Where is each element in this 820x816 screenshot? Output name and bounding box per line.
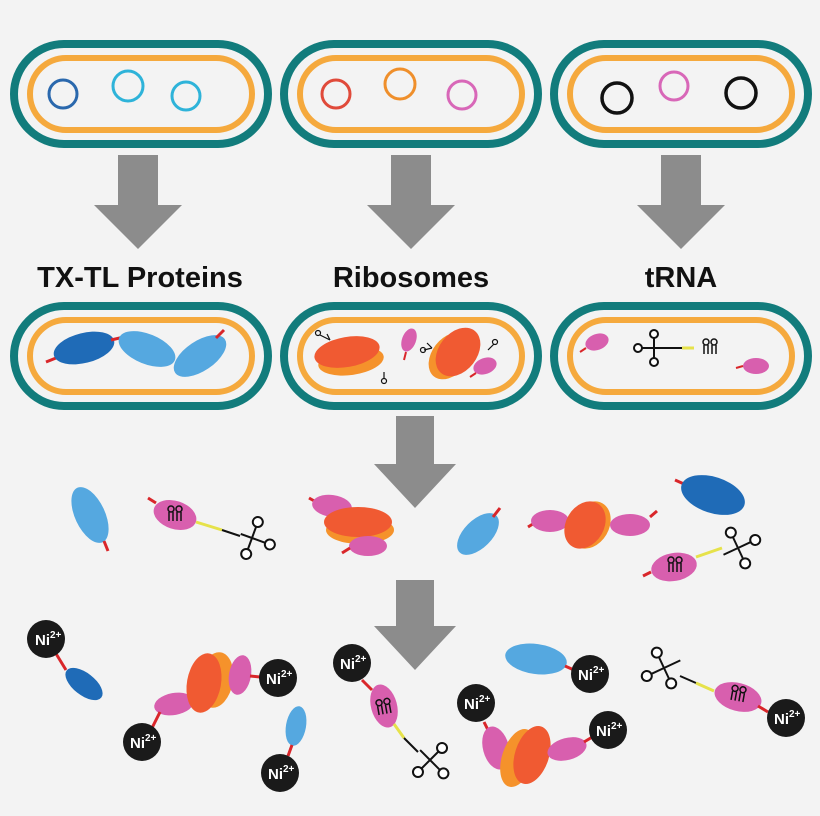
svg-text:Ni2+: Ni2+ [578,665,605,684]
ribosome-small-subunit [401,328,417,352]
nickel-bead: Ni2+ [259,659,297,697]
protein-light-blue [173,335,227,377]
synthetase-pink [714,682,762,712]
ribosome-large-subunit [513,725,551,785]
svg-text:Ni2+: Ni2+ [596,721,623,740]
svg-text:Ni2+: Ni2+ [464,694,491,713]
label-ribosomes: Ribosomes [332,262,490,294]
lysate-mixture [71,475,762,582]
protein-dark-blue [681,475,745,515]
plasmid-circle [111,69,145,103]
cell-mid-proteins [10,302,272,410]
down-arrow-icon [374,580,456,670]
plasmid-circle [47,78,79,110]
cell-top-trna [550,40,812,148]
cell-top-ribosomes [280,40,542,148]
plasmid-circle [446,79,478,111]
cell-mid-trna [550,302,812,410]
synthetase-pink [610,514,650,536]
cell-top-proteins [10,40,272,148]
svg-text:Ni2+: Ni2+ [340,654,367,673]
svg-text:Ni2+: Ni2+ [774,709,801,728]
protein-dark-blue [65,667,103,701]
synthetase-pink [349,536,387,556]
synthetase-pink [651,552,697,582]
trna-icon [411,741,450,780]
hairpin-rna-icon [702,338,718,355]
synthetase-pink [743,358,769,374]
synthetase-pink [153,500,197,530]
svg-text:Ni2+: Ni2+ [266,669,293,688]
ribosome-large-subunit [435,327,481,377]
nickel-bead: Ni2+ [571,655,609,693]
protein-light-blue [457,513,499,555]
label-txtl-proteins: TX-TL Proteins [37,262,243,294]
protein-light-blue [285,706,307,746]
synthetase-pink [370,684,398,728]
plasmid-circle [600,81,634,115]
trna-icon [723,526,762,570]
ribosome-large-subunit [186,653,222,713]
protein-light-blue [71,487,109,543]
ribosome-large-subunit [564,501,606,549]
synthetase-pink [531,510,569,532]
plasmid-circle [320,78,352,110]
ribosome-large-subunit [324,507,392,537]
cell-mid-ribosomes [280,302,542,410]
down-arrow-icon [367,155,455,249]
purification-row: Ni2+ Ni2+ Ni2+ Ni2+ [27,620,805,792]
synthetase-pink [154,692,194,716]
protein-light-blue [118,331,176,367]
nickel-bead: Ni2+ [457,684,495,722]
synthetase-pink [547,737,587,761]
nickel-bead: Ni2+ [767,699,805,737]
ribosome-large-subunit [314,336,380,368]
protein-dark-blue [53,331,115,365]
ribosome-small-subunit [473,357,497,375]
down-arrow-icon [94,155,182,249]
svg-text:Ni2+: Ni2+ [130,733,157,752]
trna-icon [640,646,681,690]
plasmid-circle [170,80,202,112]
ion-symbol: Ni2+ [35,630,62,649]
nickel-bead: Ni2+ [333,644,371,682]
label-trna: tRNA [644,262,718,294]
trna-icon [240,516,276,560]
nickel-bead: Ni2+ [261,754,299,792]
synthetase-pink [585,333,609,351]
trna-icon [633,329,682,367]
protein-light-blue [505,643,567,675]
down-arrow-icon [374,416,456,508]
down-arrow-icon [637,155,725,249]
nickel-bead: Ni2+ [27,620,65,658]
svg-text:Ni2+: Ni2+ [268,764,295,783]
nickel-bead: Ni2+ [123,723,161,761]
plasmid-circle [724,76,758,110]
nickel-bead: Ni2+ [589,711,627,749]
plasmid-circle [383,67,417,101]
plasmid-circle [658,70,690,102]
synthetase-pink [228,655,252,695]
